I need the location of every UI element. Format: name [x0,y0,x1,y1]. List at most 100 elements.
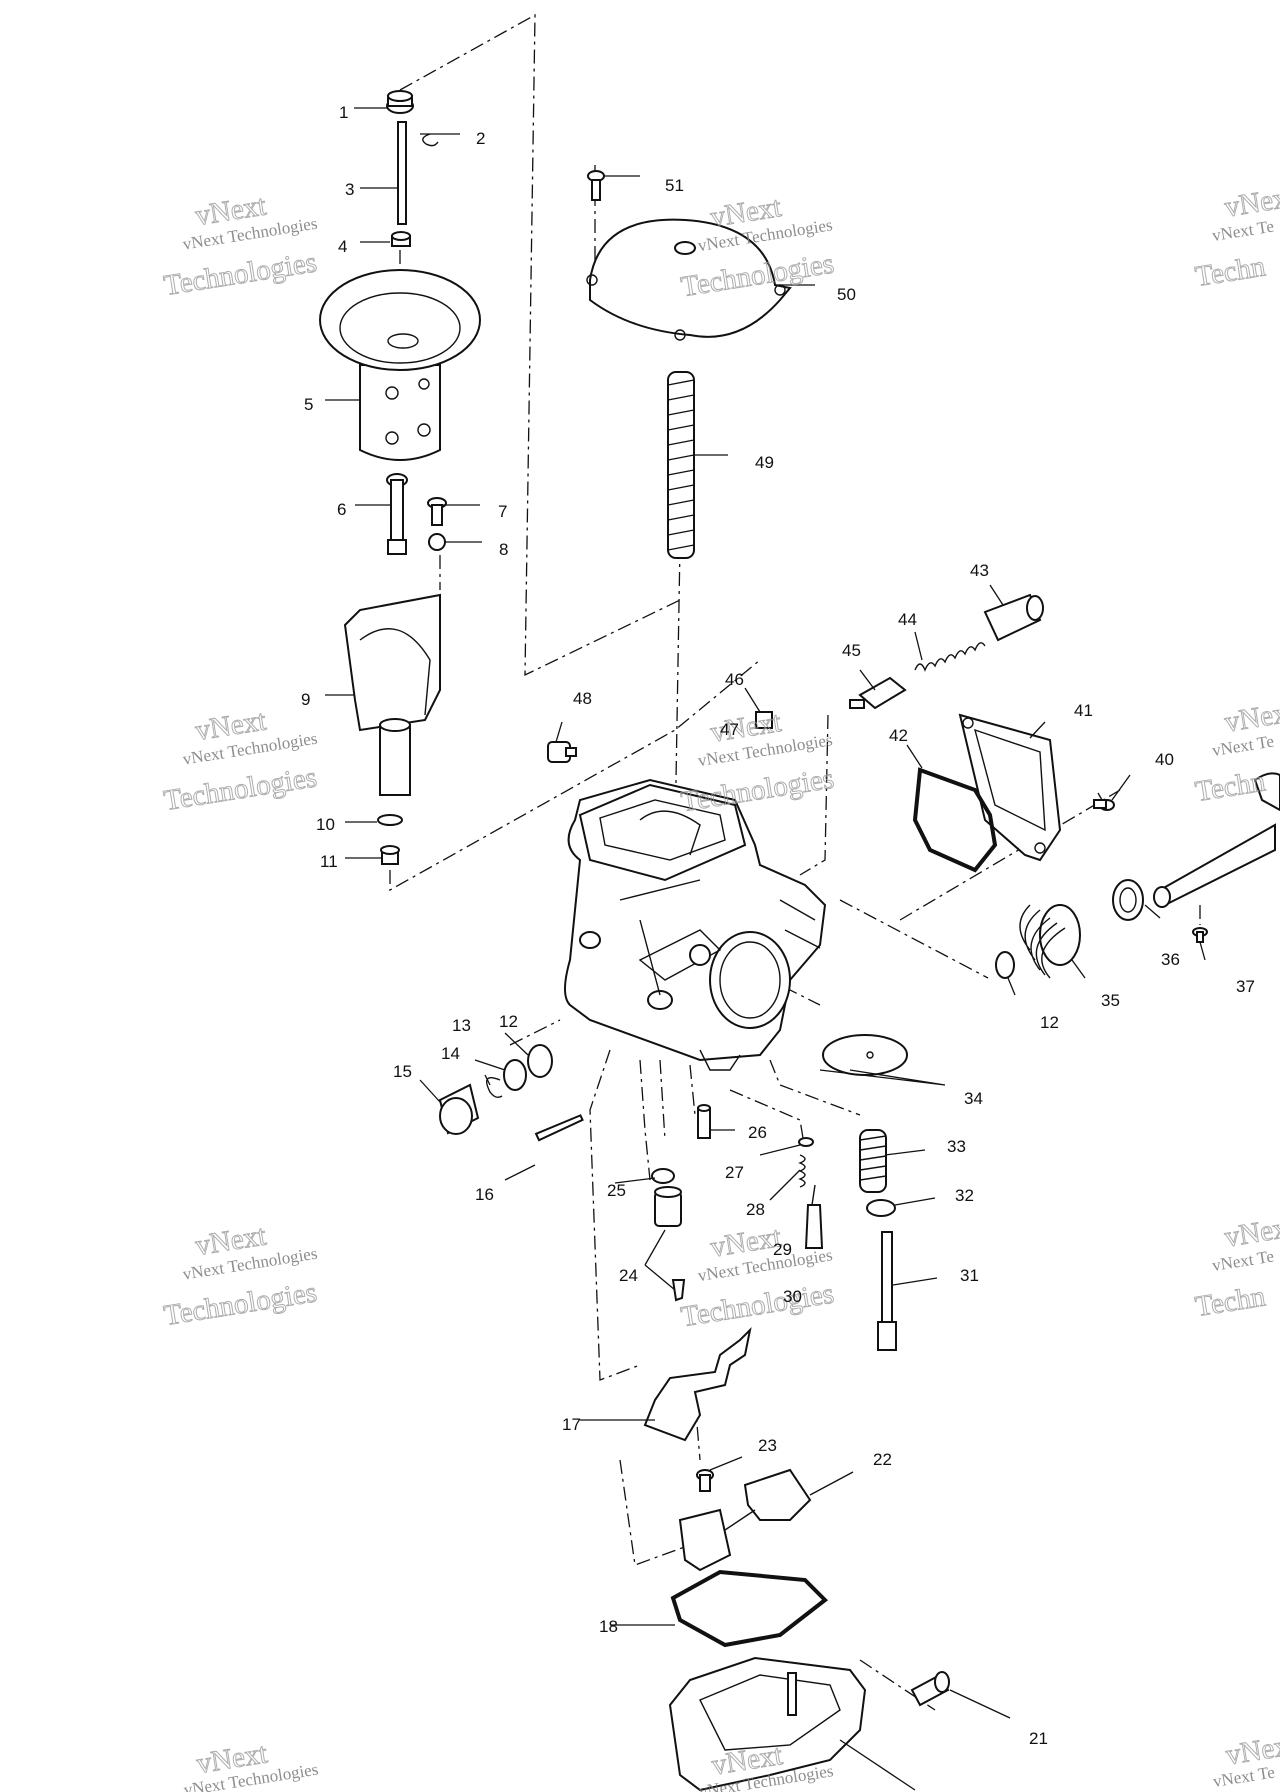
callout-46: 46 [725,670,744,689]
callout-10: 10 [316,815,335,834]
watermark-line3: Techn [1193,765,1268,808]
part-42-gasket [912,767,998,873]
watermark-bottom-right: vNext vNext Te [1212,1728,1280,1791]
callout-32: 32 [955,1186,974,1205]
watermark-top-right: vNext vNext Te Techn [1193,180,1280,293]
watermark-top-left: vNext vNext Technologies Technologies [161,189,319,302]
part-12-washer-right [995,951,1015,979]
part-18-gasket [670,1569,829,1648]
part-24-float-valve [654,1186,686,1302]
part-51-screw [587,170,605,201]
callout-5: 5 [304,395,313,414]
part-6-needle-holder [386,473,408,555]
leader-lines [325,107,1206,1791]
part-2-clip [422,133,439,147]
part-8-lock-washer [428,533,446,551]
callout-29: 29 [773,1240,792,1259]
part-36-collar [1112,879,1144,921]
callout-48: 48 [573,689,592,708]
part-22-float [678,1468,812,1572]
callout-16: 16 [475,1185,494,1204]
watermark-low-left: vNext vNext Technologies Technologies [161,1219,319,1332]
watermark-line2: vNext Te [1211,217,1275,246]
callout-13: 13 [452,1016,471,1035]
callout-15: 15 [393,1062,412,1081]
callout-41: 41 [1074,701,1093,720]
callout-47: 47 [720,720,739,739]
callout-31: 31 [960,1266,979,1285]
watermark-line3: Technologies [162,1276,319,1332]
callout-44: 44 [898,610,917,629]
watermark-line2: vNext Te [1212,1762,1276,1791]
part-50-top-cover [586,218,792,341]
watermark-line2: vNext Te [1211,1247,1275,1276]
part-45-valve [849,676,907,710]
part-16-pin [534,1114,584,1142]
part-44-spring [914,642,986,672]
callout-43: 43 [970,561,989,580]
part-main-carburetor-body [564,778,827,1071]
part-11-nut [380,845,400,865]
part-13-washer [503,1059,527,1091]
callout-11: 11 [320,852,338,871]
part-31-idle-screw [877,1231,897,1351]
callout-30: 30 [783,1287,802,1306]
watermark-bottom-center: vNext vNext Technologies [697,1738,834,1792]
part-25-o-ring [651,1168,675,1184]
watermark-mid-center: vNext vNext Technologies Technologies [678,706,836,819]
part-1-cap [386,90,414,114]
callout-37: 37 [1236,977,1255,996]
callout-21: 21 [1029,1729,1048,1748]
part-9-bracket [343,593,441,796]
part-41-side-cover [958,713,1062,862]
part-23-screw [696,1469,714,1492]
callout-14: 14 [441,1044,460,1063]
part-float-bowl [668,1656,867,1792]
part-17-bracket [643,1326,752,1442]
watermark-line3: Technologies [162,761,319,817]
part-21-drain-screw [910,1671,950,1707]
parts [319,90,1280,1792]
part-14-clip [486,1077,503,1099]
part-10-washer [377,814,403,826]
part-15-cap [438,1083,480,1135]
watermark-line3: Technologies [679,763,836,819]
callout-35: 35 [1101,991,1120,1010]
part-28-spring [798,1154,806,1188]
part-33-spring [859,1129,887,1193]
part-46-plug [755,711,773,729]
part-3-rod [397,121,407,225]
callout-33: 33 [947,1137,966,1156]
watermark-bottom-left: vNext vNext Technologies [182,1737,319,1792]
callout-2: 2 [476,129,485,148]
callout-27: 27 [725,1163,744,1182]
part-29-30-screw [804,1184,824,1249]
callout-4: 4 [338,237,347,256]
part-49-spring [667,371,695,559]
part-37-screw [1192,927,1208,943]
watermark-line3: Techn [1193,1280,1268,1323]
part-5-diaphragm-piston [319,269,481,461]
callout-50: 50 [837,285,856,304]
callout-24: 24 [619,1266,638,1285]
callout-22: 22 [873,1450,892,1469]
callout-12-right: 12 [1040,1013,1059,1032]
watermark-line3: Technologies [162,246,319,302]
watermark-line3: Technologies [679,1278,836,1334]
part-43-plug [983,593,1044,642]
part-27-o-ring [798,1137,814,1147]
part-48-fitting [547,741,577,763]
part-throttle-shaft [1153,772,1280,908]
part-26-jet [697,1104,711,1139]
watermark-line2: vNext Te [1211,732,1275,761]
part-32-washer [866,1199,896,1217]
callout-40: 40 [1155,750,1174,769]
callout-18: 18 [599,1617,618,1636]
watermark-mid-left: vNext vNext Technologies Technologies [161,704,319,817]
part-35-spring [1019,904,1081,979]
part-34-disc [822,1034,908,1076]
part-40-screw [1093,799,1115,811]
watermark-mid-right: vNext vNext Te Techn [1193,695,1280,808]
callout-23: 23 [758,1436,777,1455]
